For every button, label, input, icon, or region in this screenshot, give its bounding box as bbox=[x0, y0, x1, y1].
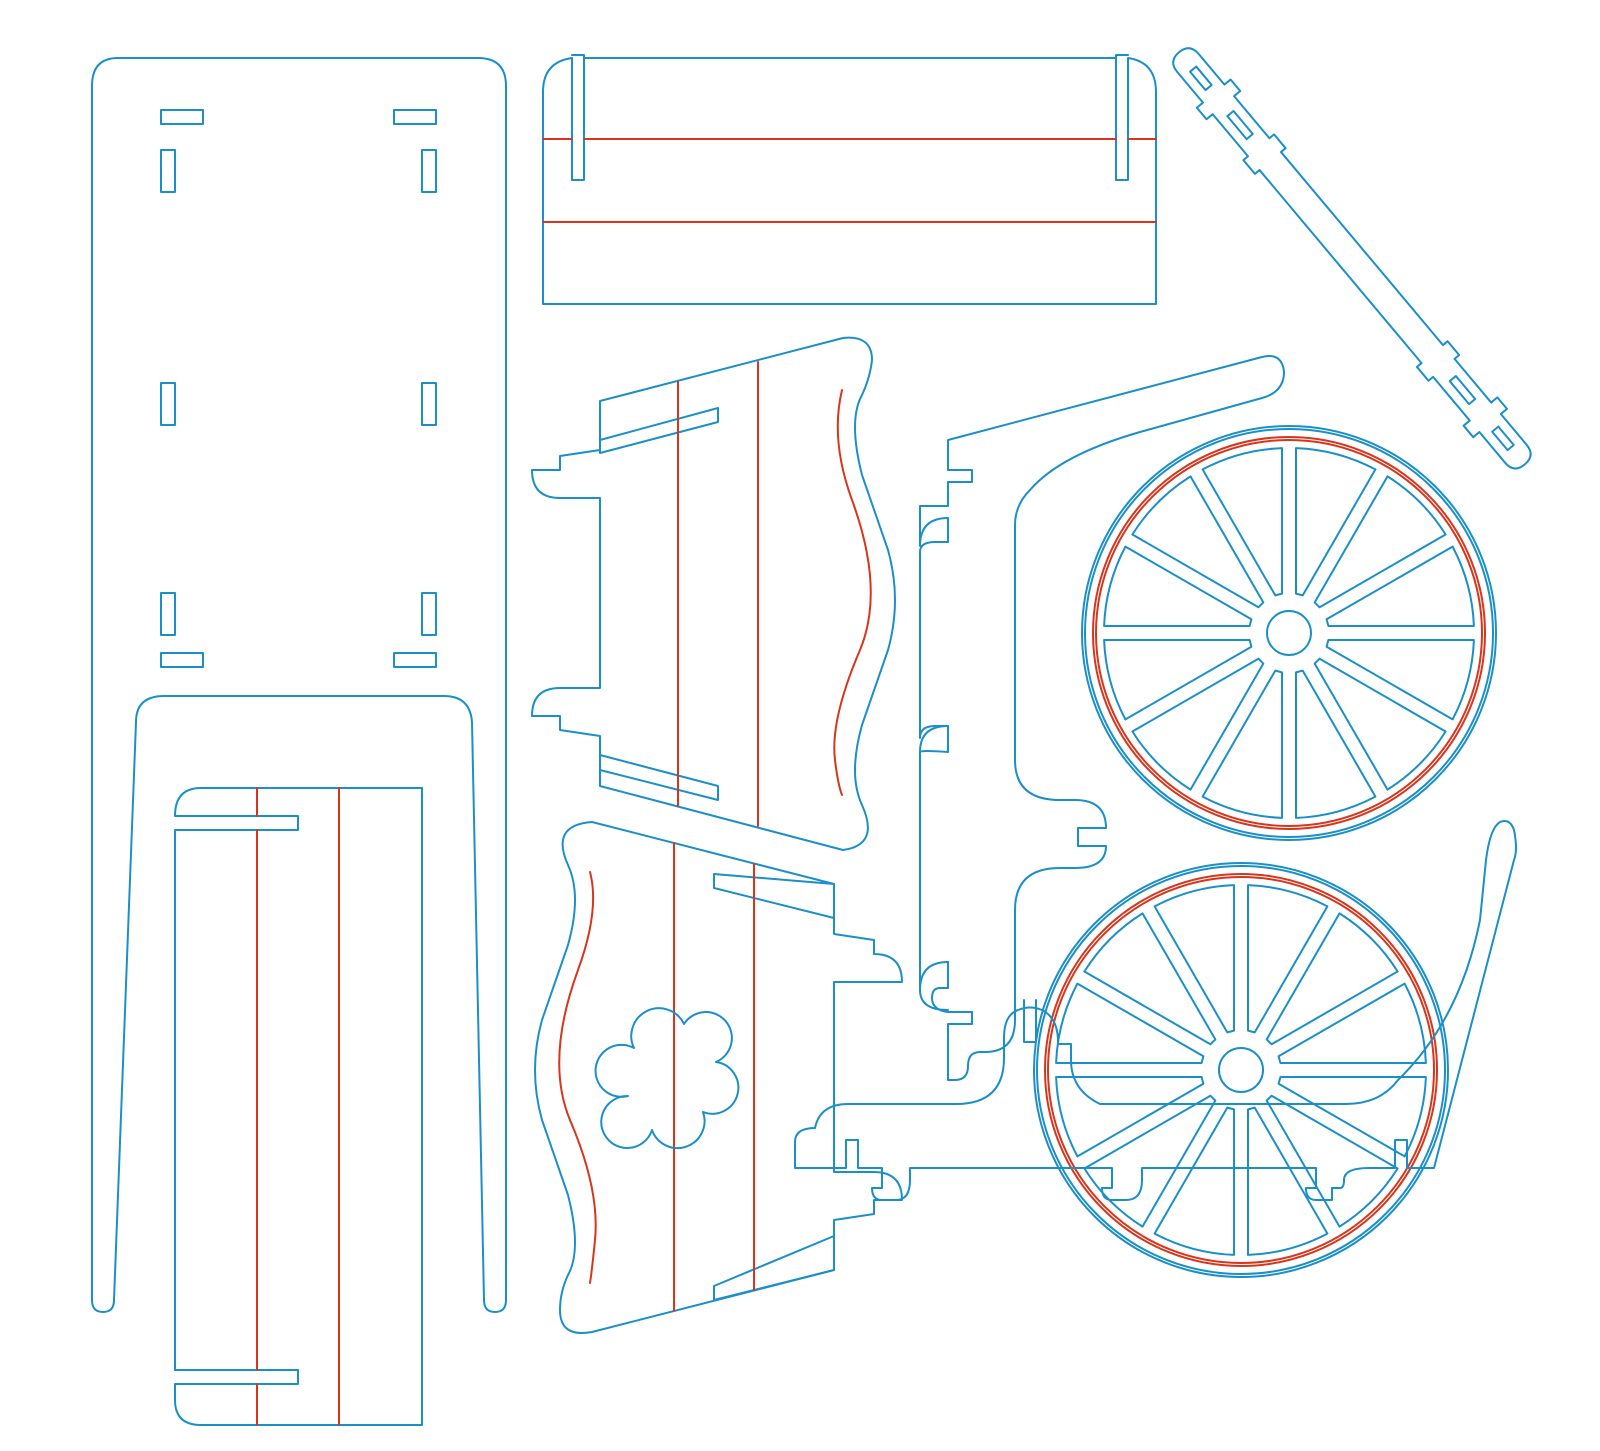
wheel-spoke-gap bbox=[1131, 475, 1265, 609]
wheel-spoke-gap bbox=[1247, 1106, 1329, 1256]
front-arm bbox=[919, 355, 1285, 1081]
wheel-spoke-gap bbox=[1295, 447, 1377, 597]
axle-bar-outline bbox=[1172, 47, 1532, 470]
seat-panel-outline bbox=[174, 787, 423, 1426]
axle-bar bbox=[1172, 47, 1532, 470]
wheel-top bbox=[1081, 425, 1497, 841]
side-slot bbox=[713, 1235, 835, 1301]
wheel-hub bbox=[1266, 610, 1312, 656]
axle-slot bbox=[1226, 109, 1254, 141]
wheel-spoke-gap bbox=[1313, 657, 1447, 791]
wheel-spoke-gap bbox=[1201, 447, 1283, 597]
base-slot bbox=[160, 382, 176, 426]
wheel-spoke-gap bbox=[1201, 669, 1283, 819]
wheel-spoke-gap bbox=[1277, 1076, 1427, 1158]
wheel-spoke-gap bbox=[1313, 475, 1447, 609]
wheel-spoke-gap bbox=[1055, 982, 1205, 1064]
wheel-spoke-gap bbox=[1325, 639, 1475, 721]
side-slot bbox=[599, 407, 719, 454]
front-arm-tab bbox=[919, 725, 949, 753]
base-slot bbox=[421, 592, 437, 636]
base-slot bbox=[421, 149, 437, 193]
wheel-rim-score bbox=[1044, 873, 1438, 1267]
base-slot bbox=[160, 109, 204, 125]
wheel-rim-score bbox=[1092, 436, 1486, 830]
wheel-spoke-gap bbox=[1055, 1076, 1205, 1158]
base-slot bbox=[393, 109, 437, 125]
base-panel-outline bbox=[91, 57, 507, 1313]
side-slot bbox=[599, 754, 719, 801]
side-slot bbox=[713, 873, 835, 919]
wheel-hub bbox=[1218, 1047, 1264, 1093]
axle-slot bbox=[1189, 65, 1213, 92]
base-panel bbox=[91, 57, 507, 1313]
front-arm-tab bbox=[919, 989, 949, 1011]
wheel-rim-score bbox=[1047, 876, 1435, 1264]
flower-cutout bbox=[594, 1007, 740, 1150]
wheel-spoke-gaps bbox=[1103, 447, 1475, 819]
wheel-spoke-gaps bbox=[1055, 884, 1427, 1256]
bottom-frame bbox=[794, 820, 1517, 1201]
frame-top-slot bbox=[1023, 999, 1037, 1043]
wheel-rim-outer bbox=[1081, 425, 1497, 841]
base-slot bbox=[421, 382, 437, 426]
wheel-spoke-gap bbox=[1295, 669, 1377, 819]
side-panel-upper-outline bbox=[531, 336, 896, 851]
wheel-spoke-gap bbox=[1153, 1106, 1235, 1256]
wheel-spoke-gap bbox=[1265, 1094, 1399, 1228]
base-slot bbox=[160, 652, 204, 668]
side-panel-right bbox=[534, 821, 903, 1334]
base-slot bbox=[160, 149, 176, 193]
wheel-rim-inner-cut bbox=[1084, 428, 1494, 838]
side-panel-lower-outline bbox=[534, 821, 903, 1334]
wheel-spoke-gap bbox=[1153, 884, 1235, 1034]
wheel-rim-score bbox=[1095, 439, 1483, 827]
wheel-spoke-gap bbox=[1325, 545, 1475, 627]
wheel-spoke-gap bbox=[1247, 884, 1329, 1034]
curve-fold bbox=[833, 389, 872, 796]
wheel-spoke-gap bbox=[1277, 982, 1427, 1064]
base-slot bbox=[160, 592, 176, 636]
axle-slot bbox=[1448, 375, 1477, 406]
seat-panel bbox=[174, 787, 423, 1426]
curve-fold bbox=[558, 871, 597, 1284]
wheel-spoke-gap bbox=[1103, 545, 1253, 627]
side-panel-left bbox=[531, 336, 896, 851]
wheel-rim-inner-cut bbox=[1036, 865, 1446, 1275]
bottom-frame-outline bbox=[794, 820, 1517, 1201]
wheel-spoke-gap bbox=[1265, 912, 1399, 1046]
axle-slot bbox=[1491, 425, 1515, 452]
seat-back-outline bbox=[542, 54, 1157, 305]
wheel-bottom bbox=[1033, 862, 1449, 1278]
base-slot bbox=[393, 652, 437, 668]
wheel-spoke-gap bbox=[1131, 657, 1265, 791]
front-arm-outline bbox=[919, 355, 1285, 1081]
wheel-rim-outer bbox=[1033, 862, 1449, 1278]
wheel-spoke-gap bbox=[1103, 639, 1253, 721]
wheel-spoke-gap bbox=[1083, 912, 1217, 1046]
seat-back bbox=[542, 54, 1157, 305]
